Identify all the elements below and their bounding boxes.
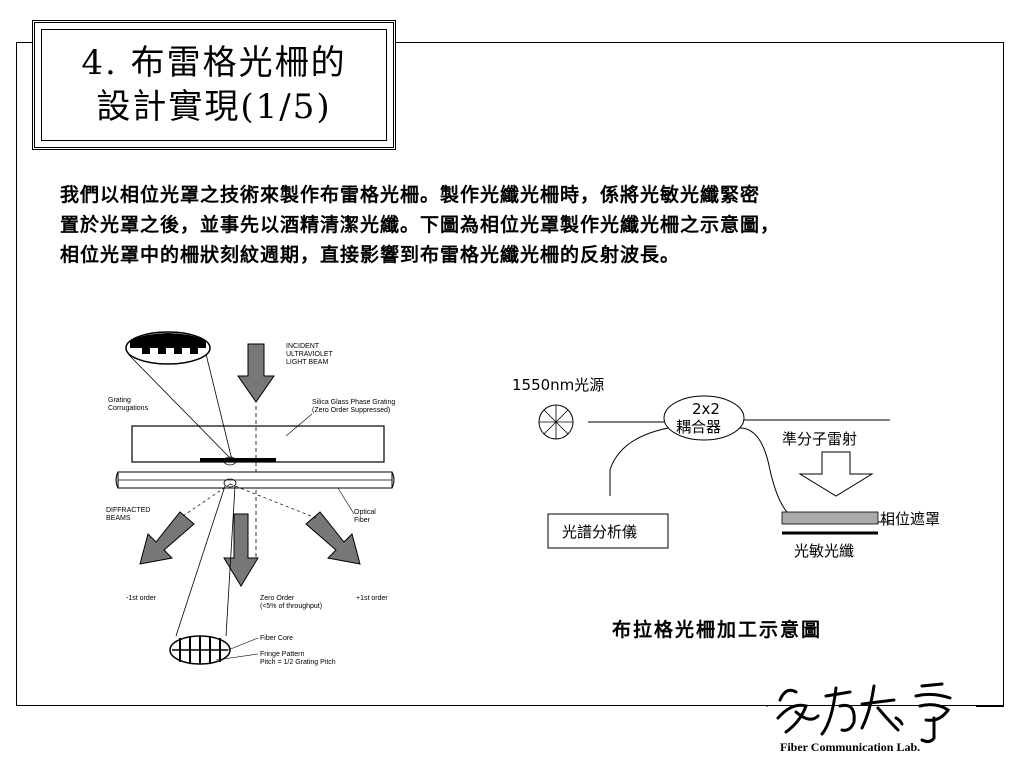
corrugation-profile: [130, 333, 206, 354]
figure-caption: 布拉格光柵加工示意圖: [612, 619, 823, 641]
coupler-ellipse: [663, 395, 745, 441]
minus-first-order-arrow: [139, 511, 195, 565]
diffracted-label-1: DIFFRACTED: [106, 507, 150, 514]
coupler-label-1: 2x2: [692, 400, 720, 418]
osa-label: 光譜分析儀: [562, 523, 637, 541]
light-source-label: 1550nm光源: [512, 376, 604, 394]
frame-bottom-right-segment: [976, 706, 1004, 707]
title-line-1: 4. 布雷格光柵的: [81, 43, 347, 83]
fringe-label-1: Fringe Pattern: [260, 651, 304, 658]
title-box: 4. 布雷格光柵的 設計實現(1/5): [32, 20, 396, 150]
fiber-label-1: Optical: [354, 509, 376, 516]
zero-order-label-2: (<5% of throughput): [260, 603, 322, 610]
intro-line-1: 我們以相位光罩之技術來製作布雷格光柵。製作光纖光柵時，係將光敏光纖緊密: [60, 184, 761, 206]
slide-frame: [16, 42, 1004, 706]
fiber-core-label: Fiber Core: [260, 635, 293, 642]
fiber-label-2: Fiber: [354, 517, 371, 524]
silica-label-2: (Zero Order Suppressed): [312, 407, 390, 414]
intro-line-2: 置於光罩之後，並事先以酒精清潔光纖。下圖為相位光罩製作光纖光柵之示意圖，: [60, 214, 781, 236]
incident-label-1: INCIDENT: [286, 343, 320, 350]
plus-first-order-label: +1st order: [356, 595, 388, 602]
photosensitive-fiber-label: 光敏光纖: [794, 542, 854, 560]
diffracted-label-2: BEAMS: [106, 515, 131, 522]
incident-label-3: LIGHT BEAM: [286, 359, 328, 366]
title-line-2: 設計實現(1/5): [96, 87, 332, 127]
lab-name: Fiber Communication Lab.: [780, 740, 921, 754]
grating-label-1: Grating: [108, 397, 131, 404]
phase-grating-plate: [131, 425, 385, 463]
fbg-setup-diagram: 1550nm光源 2x2 耦合器 準分子雷射 相位遮罩 光敏光纖 光譜分析儀: [512, 376, 940, 560]
plus-first-order-arrow: [305, 511, 361, 565]
zero-order-label-1: Zero Order: [260, 595, 295, 602]
intro-paragraph: 我們以相位光罩之技術來製作布雷格光柵。製作光纖光柵時，係將光敏光纖緊密 置於光罩…: [60, 180, 1000, 270]
zero-order-arrow: [223, 513, 259, 587]
silica-label-1: Silica Glass Phase Grating: [312, 399, 395, 406]
excimer-laser-label: 準分子雷射: [782, 430, 857, 448]
grating-label-2: Corrugations: [108, 405, 149, 412]
logo-text: 成功大學: [774, 730, 778, 733]
phase-mask-diagram: INCIDENT ULTRAVIOLET LIGHT BEAM Grating …: [106, 331, 395, 666]
fringe-label-2: Pitch = 1/2 Grating Pitch: [260, 659, 336, 666]
coupler-label-2: 耦合器: [676, 418, 721, 436]
laser-beam-arrow: [798, 451, 874, 497]
incident-beam-arrow: [237, 343, 275, 403]
university-logo: 成功大學: [766, 682, 952, 744]
corrugation-magnifier: [125, 331, 211, 365]
phase-mask: [781, 511, 879, 525]
osa-box: [547, 513, 669, 549]
minus-first-order-label: -1st order: [126, 595, 157, 602]
intro-line-3: 相位光罩中的柵狀刻紋週期，直接影響到布雷格光纖光柵的反射波長。: [60, 244, 681, 266]
phase-mask-label: 相位遮罩: [880, 510, 940, 528]
incident-label-2: ULTRAVIOLET: [286, 351, 334, 358]
light-source-icon: [538, 404, 574, 440]
